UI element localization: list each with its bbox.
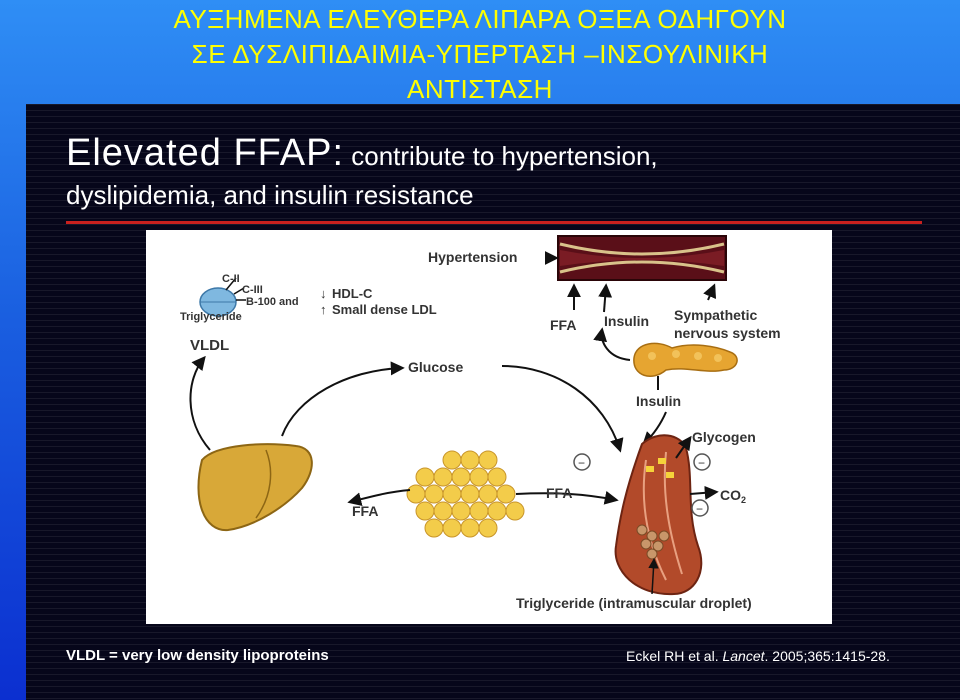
inhibition-circle-2: − <box>693 453 711 471</box>
adipocyte-cell-23 <box>478 518 498 538</box>
svg-text:−: − <box>696 502 703 516</box>
adipocyte-cell-4 <box>433 467 453 487</box>
label-c3: C-III <box>242 284 263 296</box>
arrow-sympathetic-up <box>703 283 717 301</box>
adipocyte-cell-3 <box>415 467 435 487</box>
arrow-glycogen <box>675 435 692 459</box>
label-sympathetic-1: Sympathetic <box>674 307 757 323</box>
arrow-ffa-to-muscle <box>515 490 619 505</box>
label-b100: B-100 and <box>246 296 299 308</box>
adipocyte-cell-17 <box>469 501 489 521</box>
label-small-dense-ldl: Small dense LDL <box>332 302 437 317</box>
label-c2: C-II <box>222 273 240 285</box>
label-insulin-mid: Insulin <box>636 393 681 409</box>
adipocyte-cell-8 <box>406 484 426 504</box>
arrow-glucose-to-muscle <box>501 365 624 453</box>
citation-rest: . 2005;365:1415-28. <box>764 648 890 664</box>
arrow-tg-droplet <box>648 557 659 595</box>
greek-title-line-3: ΑΝΤΙΣΤΑΣΗ <box>407 74 553 104</box>
arrow-up-icon: ↑ <box>320 302 327 317</box>
adipocyte-cell-22 <box>460 518 480 538</box>
greek-title: ΑΥΞΗΜΕΝΑ ΕΛΕΥΘΕΡΑ ΛΙΠΑΡΑ ΟΞΕΑ ΟΔΗΓΟΥΝ ΣΕ… <box>0 2 960 107</box>
arrow-ffa-to-liver <box>347 489 411 507</box>
diagram-panel: Hypertension C-II C-III B-100 and Trigly… <box>146 230 832 624</box>
ffa-pathway-diagram: Hypertension C-II C-III B-100 and Trigly… <box>180 235 781 611</box>
adipocyte-cell-20 <box>424 518 444 538</box>
adipocyte-cell-10 <box>442 484 462 504</box>
label-triglyceride: Triglyceride <box>180 311 242 323</box>
blood-vessel-icon <box>557 235 727 281</box>
adipocyte-cell-1 <box>460 450 480 470</box>
adipocyte-cell-16 <box>451 501 471 521</box>
arrow-co2 <box>689 485 719 500</box>
svg-text:−: − <box>578 456 585 470</box>
vldl-particle-icon <box>199 277 246 317</box>
citation-journal: Lancet <box>722 648 765 664</box>
arrow-insulin-up <box>598 283 613 313</box>
slide-title-rest: contribute to hypertension, <box>344 141 658 171</box>
footer-vldl-note: VLDL = very low density lipoproteins <box>66 647 329 664</box>
label-ffa-left: FFA <box>352 503 378 519</box>
adipocyte-cell-12 <box>478 484 498 504</box>
adipocyte-cell-18 <box>487 501 507 521</box>
adipocyte-cell-13 <box>496 484 516 504</box>
adipocyte-cell-14 <box>415 501 435 521</box>
slide-title-line-2: dyslipidemia, and insulin resistance <box>66 180 474 210</box>
adipocyte-cell-7 <box>487 467 507 487</box>
label-hdl: HDL-C <box>332 286 373 301</box>
label-insulin-top: Insulin <box>604 313 649 329</box>
adipocyte-cell-19 <box>505 501 525 521</box>
arrow-down-icon: ↓ <box>320 286 327 301</box>
adipocyte-cell-9 <box>424 484 444 504</box>
adipocyte-cell-0 <box>442 450 462 470</box>
label-sympathetic-2: nervous system <box>674 325 781 341</box>
greek-title-line-1: ΑΥΞΗΜΕΝΑ ΕΛΕΥΘΕΡΑ ΛΙΠΑΡΑ ΟΞΕΑ ΟΔΗΓΟΥΝ <box>173 4 787 34</box>
slide-title: Elevated FFAP: contribute to hypertensio… <box>66 132 658 175</box>
label-hypertension: Hypertension <box>428 249 517 265</box>
arrow-pancreas-insulin <box>593 327 631 361</box>
title-divider <box>66 221 922 224</box>
label-ffa-mid: FFA <box>546 485 572 501</box>
label-glucose: Glucose <box>408 359 463 375</box>
inhibition-circle-3: − <box>691 499 709 517</box>
adipocyte-cell-21 <box>442 518 462 538</box>
adipocyte-cell-2 <box>478 450 498 470</box>
liver-icon <box>197 443 313 532</box>
slide-image: Elevated FFAP: contribute to hypertensio… <box>26 104 960 700</box>
citation-author: Eckel RH et al. <box>626 648 723 664</box>
pancreas-icon <box>633 342 738 377</box>
label-ffa-top: FFA <box>550 317 576 333</box>
label-co2: CO2 <box>720 487 746 505</box>
adipocyte-cell-11 <box>460 484 480 504</box>
adipose-tissue-icon <box>406 450 525 538</box>
label-vldl: VLDL <box>190 337 229 354</box>
label-glycogen: Glycogen <box>692 429 756 445</box>
adipocyte-cell-5 <box>451 467 471 487</box>
adipocyte-cell-15 <box>433 501 453 521</box>
adipocyte-cell-6 <box>469 467 489 487</box>
label-tg-droplet: Triglyceride (intramuscular droplet) <box>516 595 752 611</box>
footer-citation: Eckel RH et al. Lancet. 2005;365:1415-28… <box>626 648 890 664</box>
arrow-liver-to-vldl <box>189 355 211 451</box>
svg-text:−: − <box>698 456 705 470</box>
arrow-glucose-to-liver <box>281 361 405 437</box>
inhibition-circle-1: − <box>573 453 591 471</box>
slide-title-main: Elevated FFAP: <box>66 132 345 174</box>
skeletal-muscle-icon <box>614 434 703 596</box>
greek-title-line-2: ΣΕ ΔΥΣΛΙΠΙΔΑΙΜΙΑ-ΥΠΕΡΤΑΣΗ –ΙΝΣΟΥΛΙΝΙΚΗ <box>191 39 769 69</box>
